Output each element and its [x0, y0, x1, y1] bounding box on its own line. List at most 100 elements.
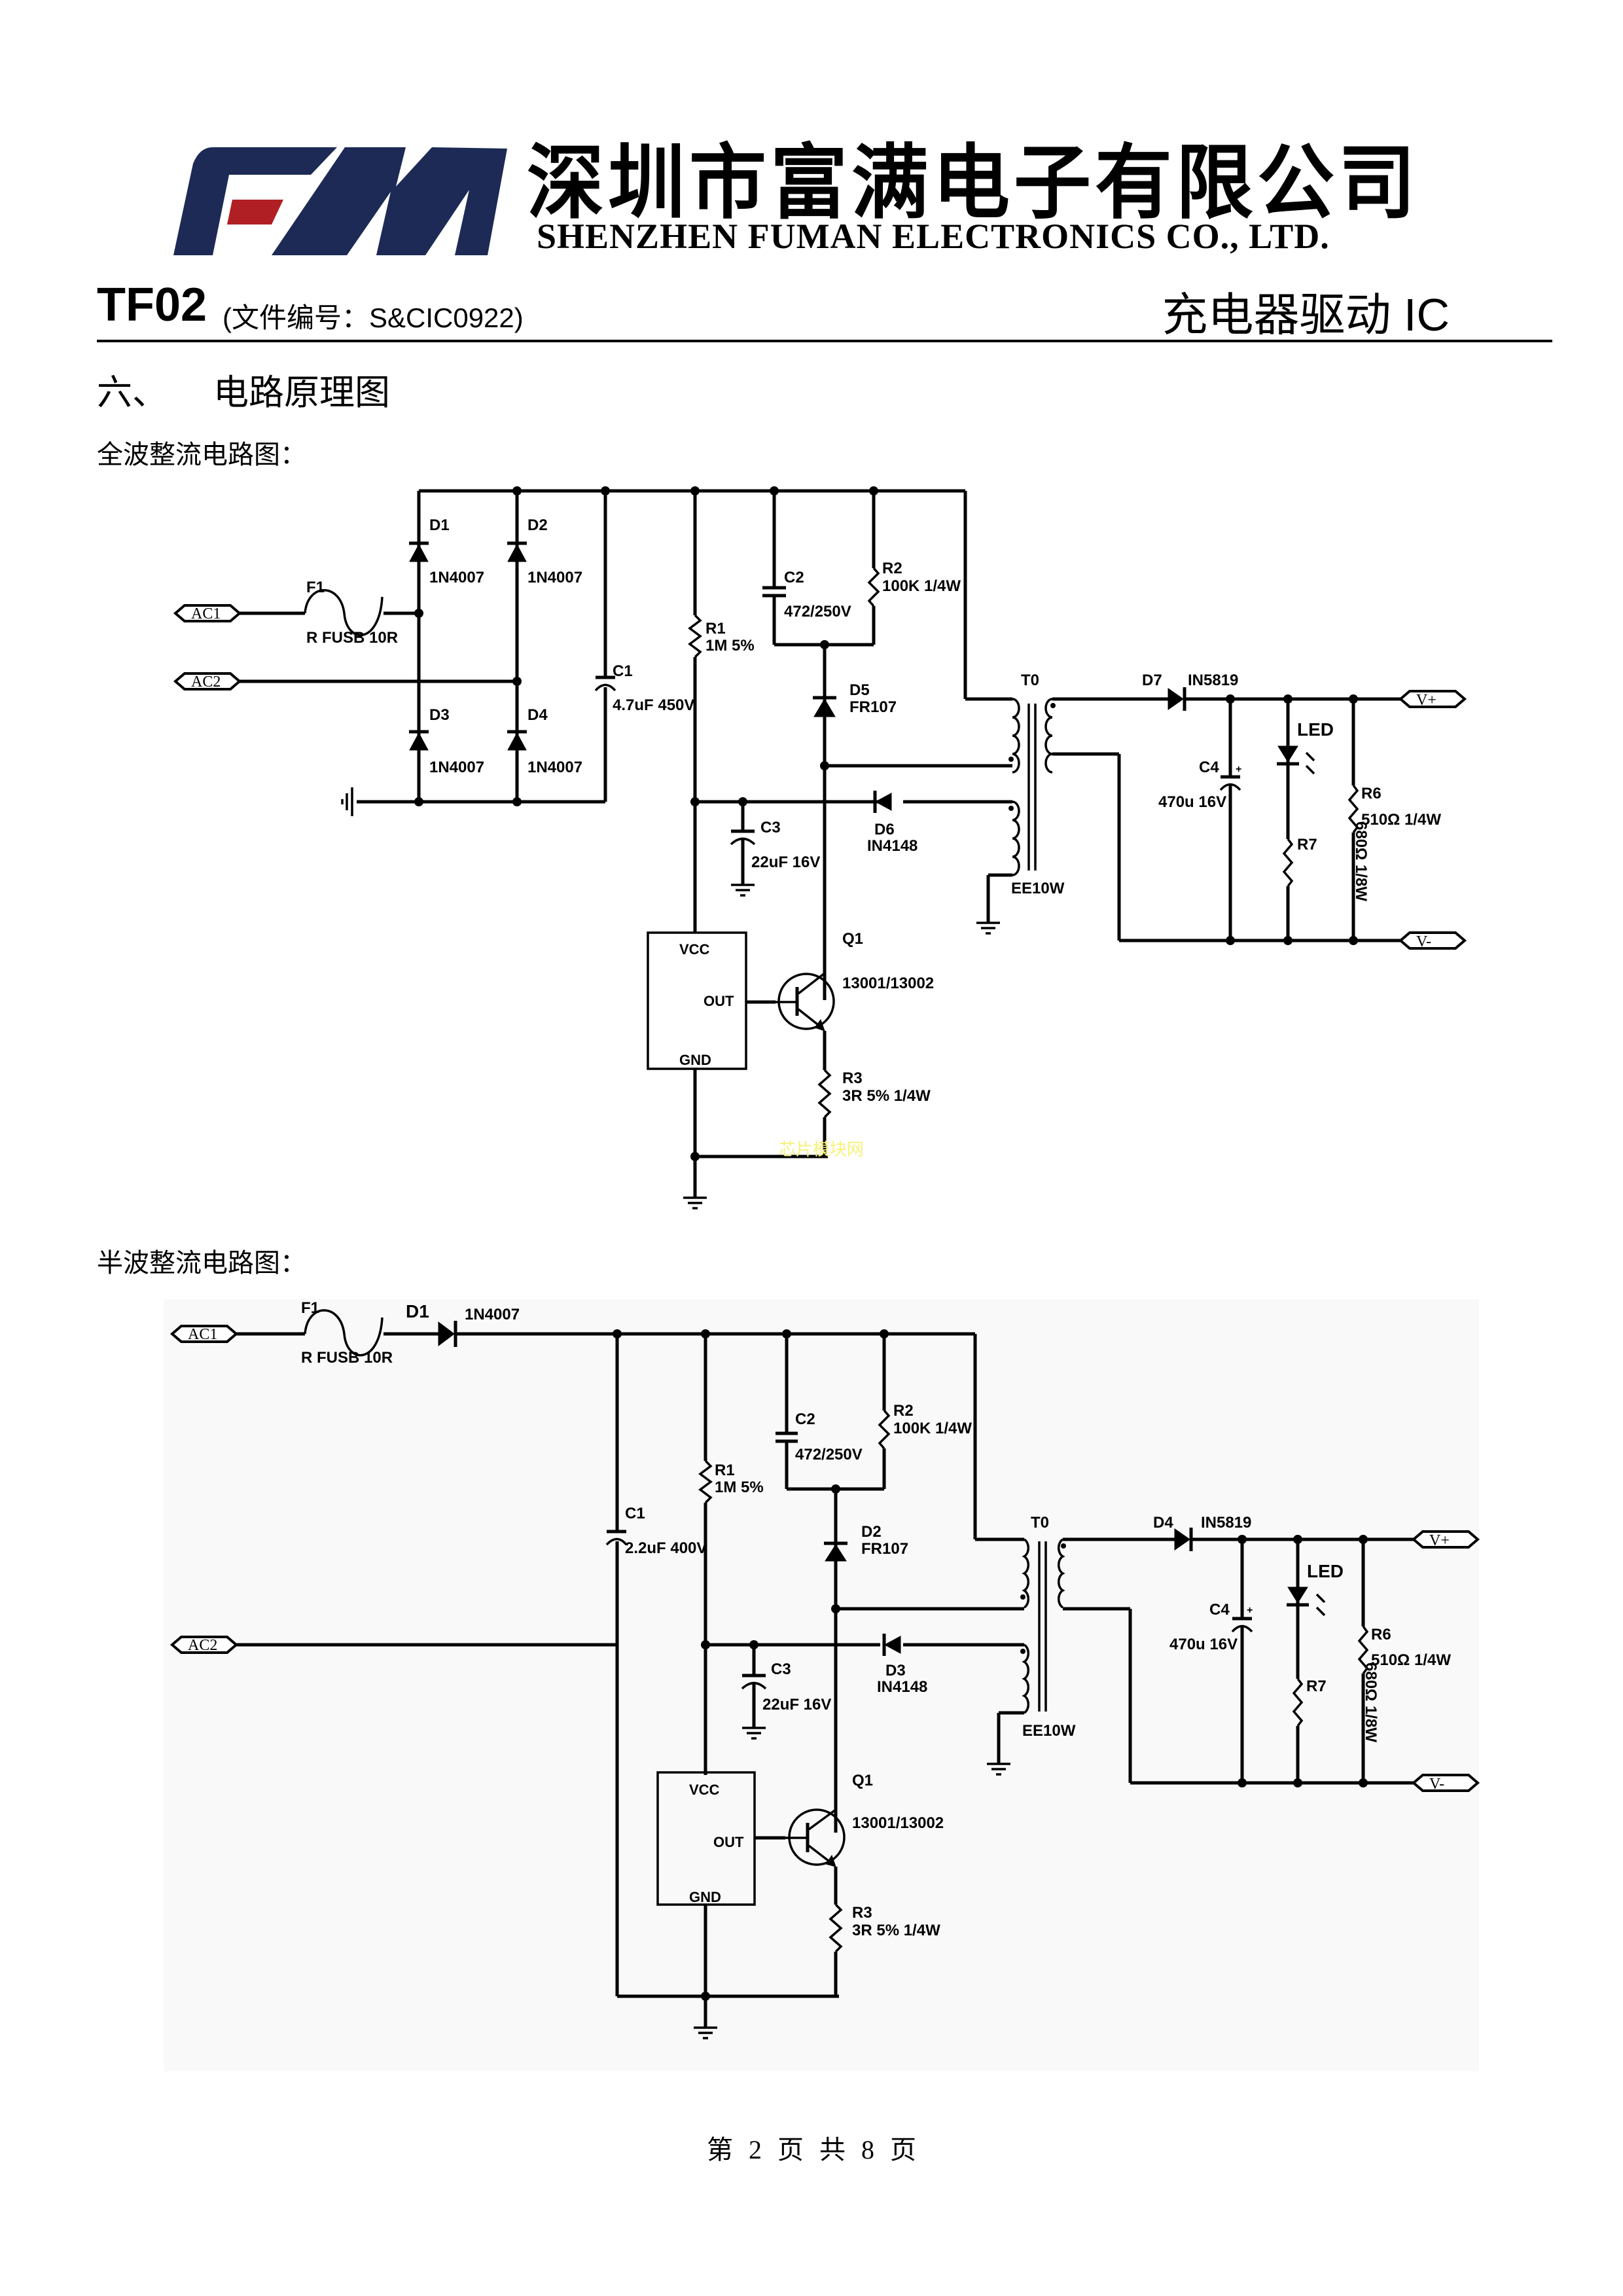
port-ac2: AC2 [173, 672, 242, 691]
capacitor-c2: C2 472/250V [762, 569, 851, 620]
svg-text:OUT: OUT [704, 993, 734, 1009]
svg-text:3R 5% 1/4W: 3R 5% 1/4W [852, 1922, 940, 1939]
resistor-r7: R7 [1292, 1677, 1327, 1727]
svg-text:V+: V+ [1429, 1532, 1450, 1549]
led-indicator: LED [1287, 1561, 1344, 1617]
half-wave-title: 半波整流电路图： [97, 1248, 306, 1278]
svg-text:22uF 16V: 22uF 16V [762, 1696, 831, 1713]
header-divider [97, 340, 1552, 342]
ground-icon [731, 884, 755, 897]
capacitor-c2: C2 472/250V [776, 1410, 863, 1463]
document-number: (文件编号：S&CIC0922) [223, 302, 524, 333]
svg-text:1N4007: 1N4007 [527, 569, 582, 586]
transformer-t0: T0 EE10W [1020, 1514, 1076, 1740]
diode-d6: D6 IN4148 [867, 791, 918, 855]
svg-text:EE10W: EE10W [1011, 880, 1065, 897]
svg-text:R FUSB 10R: R FUSB 10R [306, 629, 398, 647]
svg-text:R1: R1 [705, 620, 726, 637]
document-title: 充电器驱动 IC [1162, 289, 1450, 340]
svg-text:R2: R2 [893, 1402, 914, 1420]
svg-text:22uF 16V: 22uF 16V [751, 853, 820, 871]
svg-text:R3: R3 [852, 1904, 872, 1922]
svg-text:1N4007: 1N4007 [465, 1306, 520, 1323]
driver-ic: VCC OUT GND [647, 931, 747, 1070]
svg-text:D2: D2 [861, 1523, 882, 1541]
fuse-f1: F1 R FUSB 10R [304, 579, 398, 647]
transistor-q1: Q1 13001/13002 [785, 1772, 944, 1867]
svg-text:C4: C4 [1199, 759, 1219, 776]
capacitor-c4: + C4 470u 16V [1169, 1601, 1253, 1653]
svg-text:D3: D3 [885, 1662, 906, 1679]
diode-d4: D4 IN5819 [1153, 1514, 1251, 1551]
svg-text:T0: T0 [1021, 672, 1039, 689]
transformer-t0: T0 EE10W [1008, 672, 1065, 897]
svg-text:4.7uF 450V: 4.7uF 450V [613, 696, 694, 714]
diode-d3: D3 1N4007 [409, 706, 484, 776]
svg-text:R6: R6 [1371, 1626, 1391, 1643]
svg-text:EE10W: EE10W [1022, 1722, 1076, 1740]
svg-text:GND: GND [689, 1889, 721, 1905]
svg-text:+: + [1247, 1605, 1253, 1616]
svg-text:C1: C1 [613, 662, 633, 680]
diode-d7: D7 IN5819 [1142, 672, 1238, 711]
port-ac1: AC1 [169, 1325, 239, 1343]
resistor-r7: R7 [1282, 836, 1317, 888]
ground-icon [683, 1196, 707, 1210]
svg-text:Q1: Q1 [852, 1772, 873, 1789]
capacitor-c3: C3 22uF 16V [730, 819, 820, 871]
svg-text:C4: C4 [1209, 1601, 1230, 1619]
company-name-en: SHENZHEN FUMAN ELECTRONICS CO., LTD. [537, 217, 1330, 256]
svg-text:R1: R1 [715, 1462, 735, 1479]
svg-text:D7: D7 [1142, 672, 1162, 689]
svg-text:AC2: AC2 [191, 673, 221, 691]
svg-text:1N4007: 1N4007 [429, 759, 484, 776]
svg-text:T0: T0 [1031, 1514, 1049, 1532]
svg-text:472/250V: 472/250V [784, 603, 851, 620]
svg-text:V-: V- [1416, 933, 1431, 950]
capacitor-c4: + C4 470u 16V [1158, 759, 1241, 811]
diode-d2: D2 1N4007 [507, 516, 582, 586]
svg-text:IN4148: IN4148 [867, 837, 918, 855]
svg-text:D2: D2 [527, 516, 548, 534]
svg-text:IN5819: IN5819 [1188, 672, 1238, 689]
svg-text:C1: C1 [625, 1505, 645, 1522]
svg-text:1N4007: 1N4007 [429, 569, 484, 586]
svg-text:R7: R7 [1306, 1677, 1327, 1695]
capacitor-c1: C1 4.7uF 450V [594, 662, 694, 714]
resistor-r3: R3 3R 5% 1/4W [829, 1903, 940, 1953]
svg-text:1M 5%: 1M 5% [715, 1479, 764, 1496]
svg-text:510Ω 1/4W: 510Ω 1/4W [1371, 1651, 1451, 1669]
diode-d2: D2 FR107 [824, 1523, 908, 1562]
svg-text:470u 16V: 470u 16V [1158, 793, 1226, 811]
ground-icon [694, 2026, 717, 2039]
page-number: 第 2 页 共 8 页 [707, 2135, 916, 2164]
logo-f-bar [227, 200, 283, 224]
svg-text:472/250V: 472/250V [795, 1446, 863, 1463]
logo-f-shape [173, 147, 337, 255]
resistor-r1: R1 1M 5% [688, 614, 755, 658]
svg-text:V+: V+ [1416, 692, 1436, 709]
svg-text:D3: D3 [429, 706, 450, 724]
led-indicator: LED [1277, 719, 1334, 775]
resistor-r1: R1 1M 5% [698, 1460, 764, 1504]
svg-text:C2: C2 [795, 1410, 815, 1428]
svg-text:D4: D4 [527, 706, 548, 724]
company-logo [173, 147, 507, 255]
svg-text:D1: D1 [429, 516, 450, 534]
svg-text:3R 5% 1/4W: 3R 5% 1/4W [842, 1087, 931, 1105]
transistor-q1: Q1 13001/13002 [776, 930, 934, 1031]
svg-text:D6: D6 [874, 821, 895, 838]
svg-text:2.2uF 400V: 2.2uF 400V [625, 1539, 707, 1557]
svg-text:VCC: VCC [689, 1782, 720, 1798]
svg-text:13001/13002: 13001/13002 [852, 1814, 944, 1832]
svg-text:OUT: OUT [713, 1834, 744, 1850]
svg-text:R7: R7 [1297, 836, 1317, 853]
svg-text:1M 5%: 1M 5% [705, 637, 755, 655]
schematic-background [164, 1299, 1479, 2072]
section-heading: 六、电路原理图 [97, 363, 390, 415]
watermark-text: 芯片模块网 [779, 1140, 864, 1160]
port-ac2: AC2 [169, 1636, 239, 1654]
svg-text:C3: C3 [771, 1660, 791, 1678]
resistor-r3: R3 3R 5% 1/4W [817, 1069, 931, 1119]
